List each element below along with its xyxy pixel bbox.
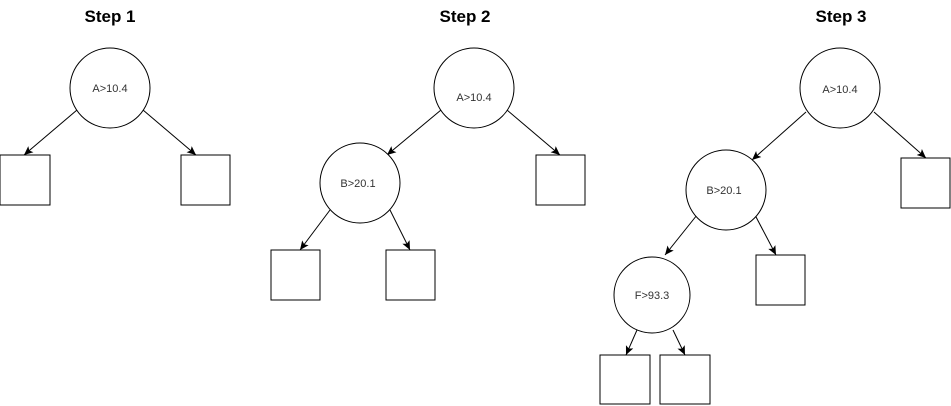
step-3-node-a: A>10.4	[799, 47, 881, 129]
step-3-node-b-label: B>20.1	[706, 185, 741, 197]
step-3-edge-b-right	[754, 214, 777, 256]
step-3-edge-f-right	[672, 329, 686, 356]
step-2-edge-b-left	[299, 209, 331, 251]
decision-node-circle	[685, 149, 767, 231]
step-3-edge-a-right	[873, 111, 927, 159]
step-3-title: Step 3	[815, 7, 866, 26]
step-3-leaf-f-right	[659, 354, 711, 405]
step-2-leaf-b-left	[270, 249, 321, 301]
step-3-edge-b-left	[664, 214, 698, 256]
step-2-edge-b-right	[389, 209, 411, 251]
step-2-node-a-label: A>10.4	[456, 92, 491, 104]
step-2-node-b: B>20.1	[319, 142, 401, 224]
step-1-leaf-left	[0, 154, 51, 206]
step-3-node-b: B>20.1	[685, 149, 767, 231]
step-3-edge-f-left	[625, 329, 638, 356]
step-3-node-f-label: F>93.3	[635, 290, 670, 302]
step-2-panel: Step 2 A>10.4 B>20.1	[270, 7, 586, 301]
step-1-edge-a-right	[142, 109, 197, 156]
decision-node-circle	[799, 47, 881, 129]
step-3-leaf-b-right	[755, 254, 806, 306]
step-2-edge-a-right	[506, 109, 561, 156]
step-3-leaf-a-right	[900, 157, 951, 209]
step-1-edge-a-left	[23, 109, 78, 156]
step-2-edge-a-left	[386, 109, 442, 156]
step-3-node-f: F>93.3	[613, 256, 691, 334]
decision-node-circle	[319, 142, 401, 224]
decision-node-circle	[69, 47, 151, 129]
step-2-leaf-b-right	[385, 249, 436, 301]
step-1-leaf-right	[180, 154, 231, 206]
step-2-node-a: A>10.4	[433, 47, 515, 129]
step-1-title: Step 1	[84, 7, 135, 26]
step-1-node-a: A>10.4	[69, 47, 151, 129]
step-1-node-a-label: A>10.4	[92, 83, 127, 95]
step-2-title: Step 2	[439, 7, 490, 26]
step-3-leaf-f-left	[599, 354, 651, 405]
step-3-edge-a-left	[751, 111, 807, 161]
step-2-leaf-a-right	[535, 154, 586, 206]
decision-node-circle	[613, 256, 691, 334]
decision-node-circle	[433, 47, 515, 129]
step-1-panel: Step 1 A>10.4	[0, 7, 231, 206]
step-3-panel: Step 3 A>10.4 B>20.1 F>93.3	[599, 7, 951, 405]
step-2-node-b-label: B>20.1	[340, 178, 375, 190]
step-3-node-a-label: A>10.4	[822, 84, 857, 96]
